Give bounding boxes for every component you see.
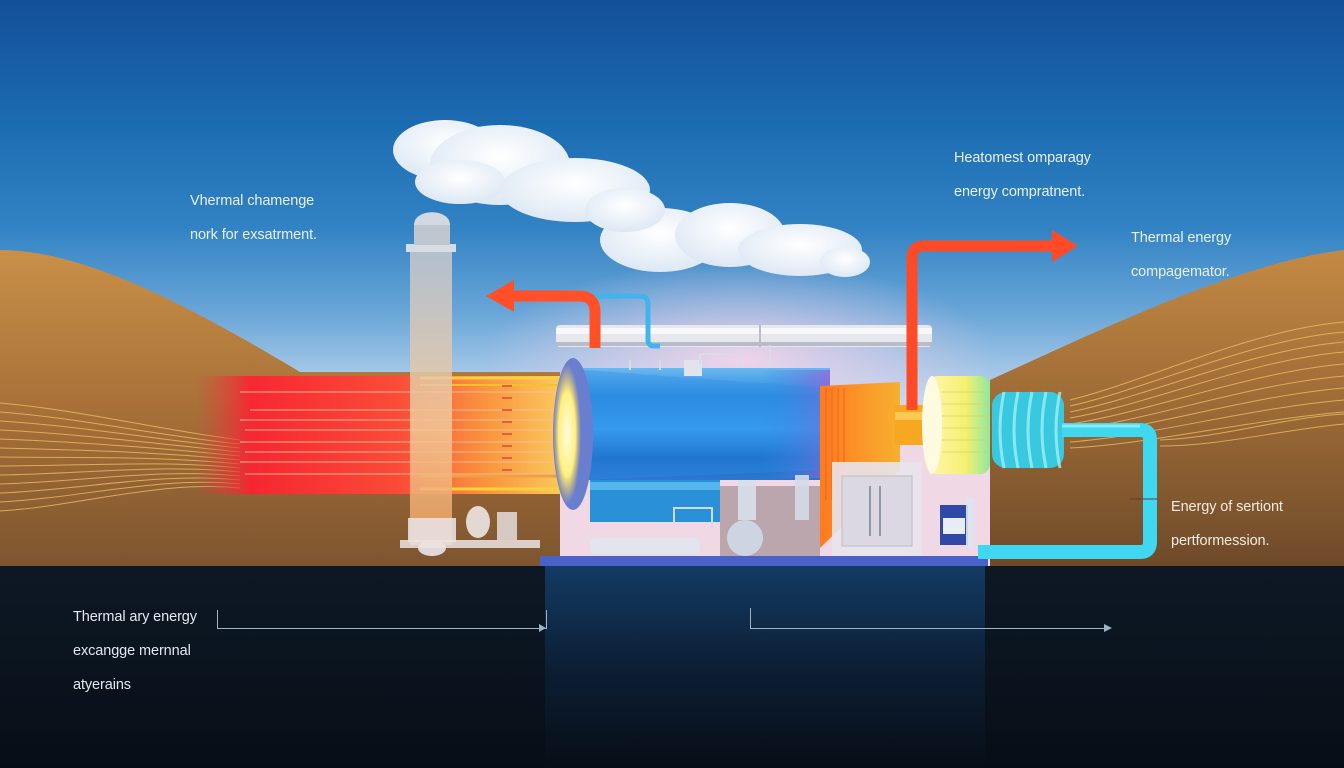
label-top-center-right-line2: energy compratnent. (954, 184, 1086, 200)
ground-reflection (545, 566, 985, 768)
chimney-stack (400, 212, 540, 556)
exhaust-arrow-left (486, 280, 601, 348)
label-top-left-line2: nork for exsatrment. (190, 227, 317, 243)
cold-water-pipe (585, 293, 660, 349)
label-bottom-left-line2: excangge mernnal (73, 643, 191, 659)
label-bottom-left: Thermal ary energy excangge mernnal atye… (73, 592, 197, 711)
label-right-lower: Energy of sertiont pertformession. (1171, 482, 1283, 567)
label-right-lower-line2: pertformession. (1171, 533, 1270, 549)
bracket-right-arrowhead (1104, 624, 1112, 632)
bracket-left (217, 610, 547, 629)
bracket-left-arrowhead (539, 624, 546, 632)
top-steam-pipe (556, 325, 932, 347)
label-top-center-right: Heatomest omparagy energy compratnent. (954, 133, 1091, 218)
base-platform (540, 556, 988, 568)
label-bottom-left-line1: Thermal ary energy (73, 609, 197, 625)
heat-inflow-bundle (195, 376, 565, 494)
label-right-upper: Thermal energy compagemator. (1131, 213, 1231, 298)
generator-drum (922, 376, 990, 474)
label-right-lower-line1: Energy of sertiont (1171, 499, 1283, 515)
boiler (553, 345, 830, 522)
label-right-upper-line1: Thermal energy (1131, 230, 1232, 246)
cyan-coil (992, 391, 1064, 469)
label-top-left-line1: Vhermal chamenge (190, 193, 315, 209)
label-right-upper-line2: compagemator. (1131, 264, 1230, 280)
return-pipe-loop (978, 423, 1157, 559)
right-flow-lines (1069, 321, 1344, 449)
bracket-right (750, 608, 1106, 629)
label-top-center-right-line1: Heatomest omparagy (954, 150, 1091, 166)
steam-cloud (393, 120, 870, 277)
support-machinery (590, 462, 974, 558)
label-bottom-left-line3: atyerains (73, 677, 131, 693)
label-top-left: Vhermal chamenge nork for exsatrment. (190, 176, 317, 261)
exhaust-arrow-right (906, 230, 1078, 410)
right-sand-dune (990, 250, 1344, 566)
